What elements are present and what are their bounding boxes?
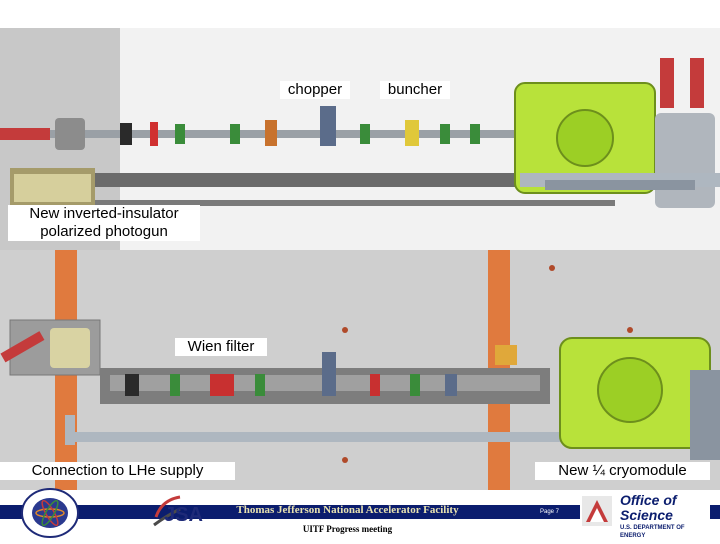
label-lhe-connection: Connection to LHe supply <box>0 462 235 480</box>
doe-text: U.S. DEPARTMENT OF ENERGY <box>620 525 685 539</box>
label-chopper: chopper <box>280 81 350 99</box>
label-cryomodule: New ¼ cryomodule <box>535 462 710 480</box>
top-beamline-panel <box>0 28 720 250</box>
top-beamline-drawing <box>0 28 720 250</box>
footer-lab-name: Thomas Jefferson National Accelerator Fa… <box>236 504 459 516</box>
bottom-beamline-panel <box>0 250 720 490</box>
bottom-beamline-drawing <box>0 250 720 490</box>
jsa-logo-icon: JSA <box>153 495 203 527</box>
science-text: Science <box>620 507 673 523</box>
office-of-science-icon <box>582 496 612 526</box>
svg-text:JSA: JSA <box>164 504 203 526</box>
onp-seal-icon <box>21 488 79 538</box>
footer-stripe <box>0 505 720 519</box>
label-buncher: buncher <box>380 81 450 99</box>
footer-page-number: Page 7 <box>540 509 560 515</box>
footer-meeting: UITF Progress meeting <box>302 524 393 534</box>
jsa-logo: JSA <box>150 487 210 535</box>
label-photogun: New inverted-insulator polarized photogu… <box>8 205 200 241</box>
office-of-text: Office of <box>620 492 677 508</box>
label-wien-filter: Wien filter <box>175 338 267 356</box>
onp-seal-logo <box>20 487 80 539</box>
office-of-science-logo: Office of Science U.S. DEPARTMENT OF ENE… <box>580 492 710 539</box>
